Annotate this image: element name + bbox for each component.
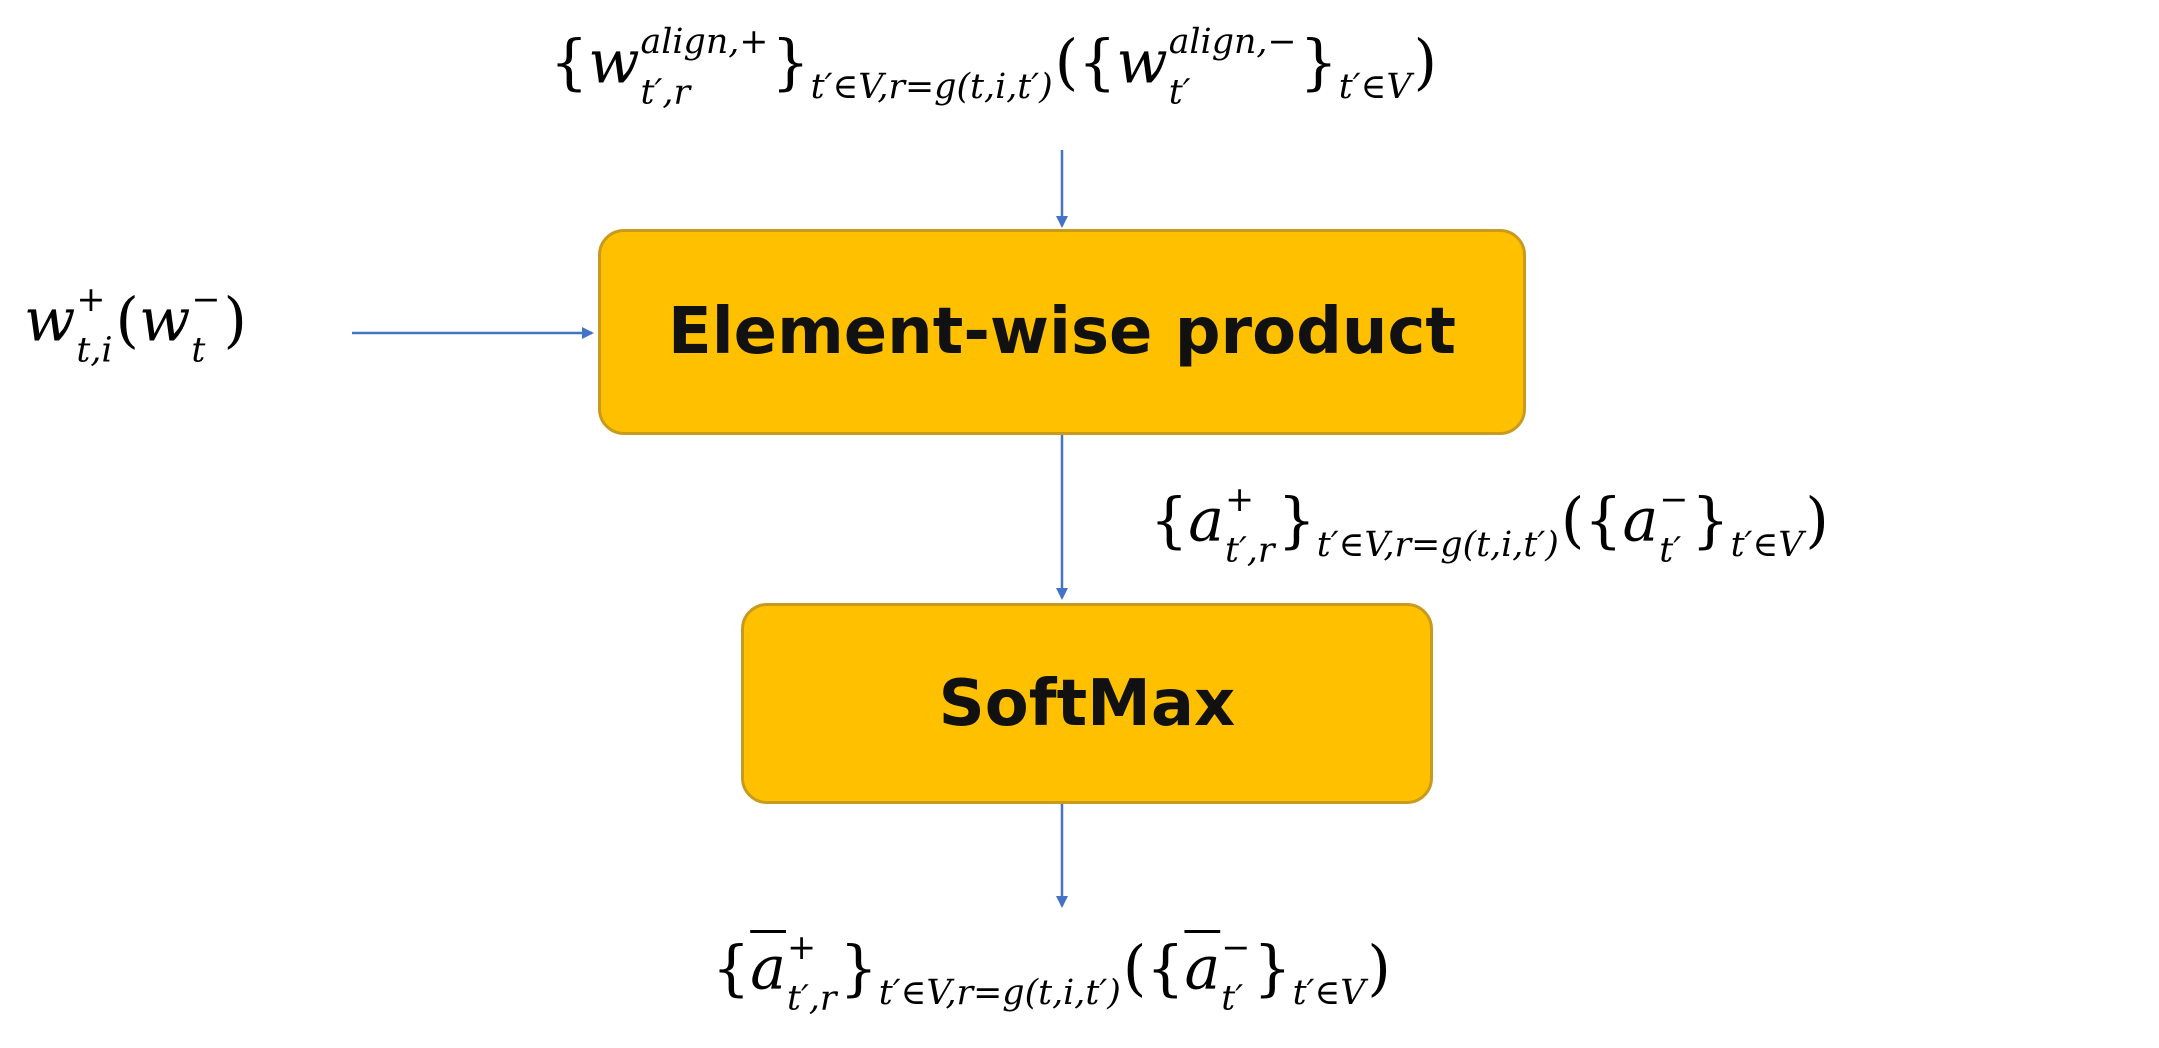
elementwise-product-box: Element-wise product xyxy=(598,229,1526,435)
left-input-formula: w+t,i(w−t) xyxy=(24,280,247,371)
middle-formula: {a+t′,r}t′∈V,r=g(t,i,t′)({a−t′}t′∈V) xyxy=(1150,480,1829,571)
bottom-output-formula: {a+t′,r}t′∈V,r=g(t,i,t′)({a−t′}t′∈V) xyxy=(712,928,1391,1019)
softmax-box: SoftMax xyxy=(741,603,1433,804)
elementwise-product-label: Element-wise product xyxy=(668,295,1456,369)
softmax-label: SoftMax xyxy=(938,666,1236,741)
